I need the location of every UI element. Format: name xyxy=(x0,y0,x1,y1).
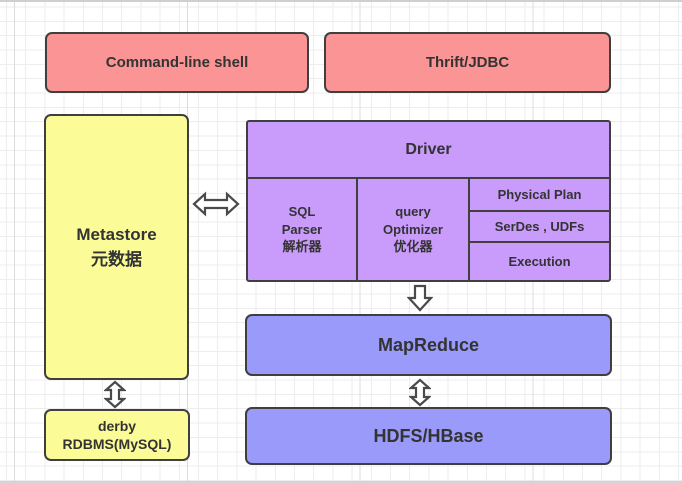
serdes-udfs-box: SerDes , UDFs xyxy=(470,212,609,243)
mapreduce-box: MapReduce xyxy=(245,314,612,376)
arrow-down-icon xyxy=(407,284,433,312)
physical-plan-label: Physical Plan xyxy=(497,186,582,202)
derby-rdbms-box: derby RDBMS(MySQL) xyxy=(44,409,190,461)
query-optimizer-line1: query xyxy=(395,204,431,220)
execution-box: Execution xyxy=(470,243,609,280)
metastore-label-zh: 元数据 xyxy=(91,250,142,269)
sql-parser-box: SQL Parser 解析器 xyxy=(248,179,358,280)
hdfs-hbase-label: HDFS/HBase xyxy=(373,425,484,446)
serdes-udfs-label: SerDes , UDFs xyxy=(494,218,585,234)
sql-parser-line3: 解析器 xyxy=(282,239,322,255)
double-arrow-horizontal-icon xyxy=(192,191,240,217)
metastore-box: Metastore 元数据 xyxy=(44,114,189,380)
driver-components: SQL Parser 解析器 query Optimizer 优化器 Physi… xyxy=(248,177,609,280)
driver-right-column: Physical Plan SerDes , UDFs Execution xyxy=(470,179,609,280)
derby-label-line2: RDBMS(MySQL) xyxy=(62,436,172,452)
double-arrow-vertical-left-icon xyxy=(104,380,126,409)
query-optimizer-box: query Optimizer 优化器 xyxy=(358,179,470,280)
command-line-shell-box: Command-line shell xyxy=(45,32,309,93)
hdfs-hbase-box: HDFS/HBase xyxy=(245,407,612,465)
sql-parser-line1: SQL xyxy=(288,204,316,220)
command-line-shell-label: Command-line shell xyxy=(105,54,249,71)
mapreduce-label: MapReduce xyxy=(377,334,480,355)
double-arrow-vertical-right-icon xyxy=(409,378,431,407)
metastore-label-en: Metastore xyxy=(76,224,157,244)
query-optimizer-line2: Optimizer xyxy=(383,221,443,237)
thrift-jdbc-box: Thrift/JDBC xyxy=(324,32,611,93)
sql-parser-line2: Parser xyxy=(281,221,323,237)
driver-box: Driver SQL Parser 解析器 query Optimizer 优化… xyxy=(246,120,611,282)
query-optimizer-line3: 优化器 xyxy=(393,239,433,255)
driver-title: Driver xyxy=(405,140,452,158)
execution-label: Execution xyxy=(508,253,571,269)
thrift-jdbc-label: Thrift/JDBC xyxy=(425,54,510,71)
derby-label-line1: derby xyxy=(97,417,137,434)
physical-plan-box: Physical Plan xyxy=(470,179,609,212)
